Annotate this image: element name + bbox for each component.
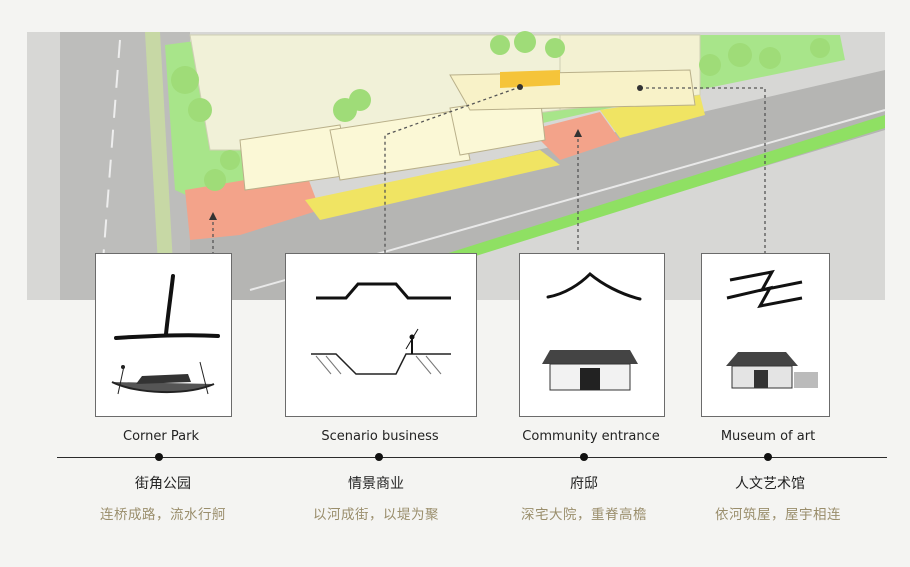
timeline-line [57, 457, 887, 458]
corner-park-card [95, 253, 232, 417]
timeline-dot [764, 453, 772, 461]
museum-of-art-ink-illustration [726, 269, 818, 389]
community-entrance-card [519, 253, 665, 417]
museum-of-art-card [701, 253, 830, 417]
station-description: 以河成街，以堤为聚 [313, 507, 439, 523]
scenario-business-ink-illustration [311, 282, 451, 375]
timeline-dot [155, 453, 163, 461]
station-en-label: Museum of art [720, 429, 816, 444]
station-en-label: Corner Park [123, 429, 199, 444]
station-zh-title: 府邸 [570, 476, 598, 492]
timeline-dot [375, 453, 383, 461]
station-zh-title: 情景商业 [348, 476, 404, 492]
corner-park-ink-illustration [111, 274, 220, 395]
timeline-dot [580, 453, 588, 461]
community-entrance-ink-illustration [542, 271, 642, 391]
station-description: 深宅大院，重脊高檐 [521, 507, 647, 523]
station-en-label: Community entrance [522, 429, 660, 444]
station-zh-title: 人文艺术馆 [735, 476, 805, 492]
scenario-business-card [285, 253, 477, 417]
station-zh-title: 街角公园 [135, 476, 191, 492]
station-en-label: Scenario business [321, 429, 439, 444]
station-description: 连桥成路，流水行舸 [100, 507, 226, 523]
station-description: 依河筑屋，屋宇相连 [715, 507, 841, 523]
